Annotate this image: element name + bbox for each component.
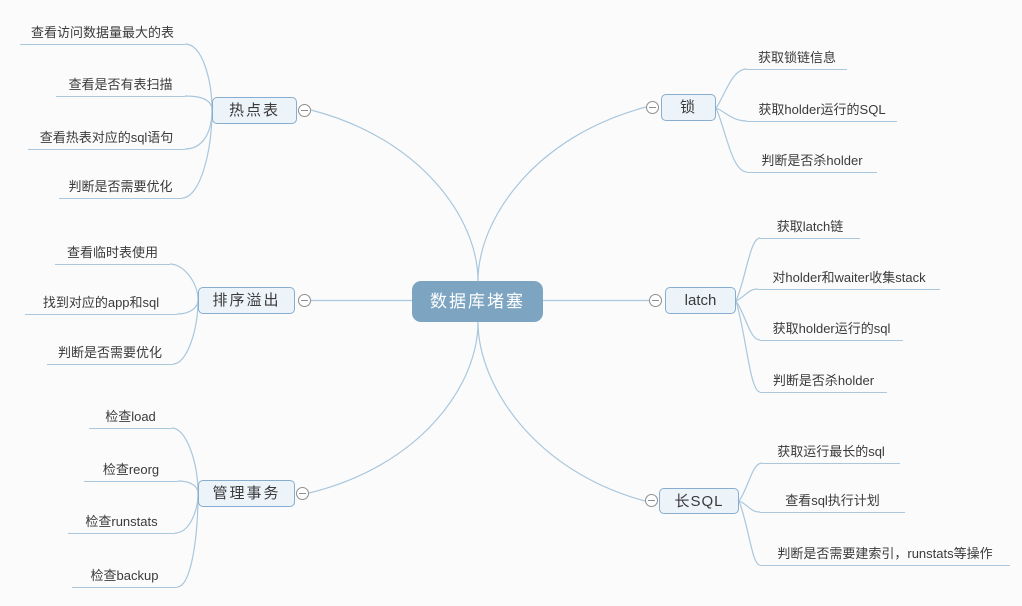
connector-leaf — [169, 263, 199, 301]
connector-leaf — [172, 299, 199, 365]
subtopic-hot-tables-3[interactable]: 判断是否需要优化 — [59, 177, 182, 199]
connector-leaf — [177, 480, 199, 494]
connector-leaf — [715, 107, 748, 173]
branch-topic-lock[interactable]: 锁 — [661, 94, 716, 121]
minus-icon — [648, 500, 655, 501]
connector-leaf — [176, 299, 199, 315]
minus-icon — [652, 300, 659, 301]
subtopic-sort-overflow-1[interactable]: 找到对应的app和sql — [25, 293, 177, 315]
subtopic-admin-tasks-3[interactable]: 检查backup — [72, 566, 177, 588]
connector-root-long-sql — [477, 321, 646, 502]
subtopic-admin-tasks-0[interactable]: 检查load — [89, 407, 172, 429]
minus-icon — [299, 493, 306, 494]
subtopic-hot-tables-1[interactable]: 查看是否有表扫描 — [56, 75, 185, 97]
collapse-icon-sort-overflow[interactable] — [298, 294, 311, 307]
subtopic-latch-3[interactable]: 判断是否杀holder — [760, 371, 887, 393]
minus-icon — [301, 300, 308, 301]
subtopic-long-sql-0[interactable]: 获取运行最长的sql — [762, 442, 900, 464]
subtopic-latch-1[interactable]: 对holder和waiter收集stack — [758, 268, 940, 290]
connector-leaf — [738, 462, 763, 502]
connector-root-lock — [477, 106, 647, 282]
connector-leaf — [715, 68, 748, 109]
subtopic-latch-2[interactable]: 获取holder运行的sql — [760, 319, 903, 341]
branch-topic-latch[interactable]: latch — [665, 287, 736, 314]
branch-topic-admin-tasks[interactable]: 管理事务 — [198, 480, 295, 507]
subtopic-sort-overflow-2[interactable]: 判断是否需要优化 — [47, 343, 173, 365]
collapse-icon-hot-tables[interactable] — [298, 104, 311, 117]
connector-root-admin — [308, 321, 479, 494]
subtopic-long-sql-1[interactable]: 查看sql执行计划 — [760, 491, 905, 513]
connector-leaf — [176, 492, 199, 588]
subtopic-lock-0[interactable]: 获取锁链信息 — [747, 48, 847, 70]
subtopic-lock-2[interactable]: 判断是否杀holder — [747, 151, 877, 173]
collapse-icon-latch[interactable] — [649, 294, 662, 307]
connector-leaf — [184, 95, 213, 111]
collapse-icon-lock[interactable] — [646, 101, 659, 114]
connector-leaf — [715, 107, 748, 122]
subtopic-lock-1[interactable]: 获取holder运行的SQL — [747, 100, 897, 122]
connector-leaf — [735, 300, 761, 341]
connector-leaf — [738, 500, 761, 513]
root-topic[interactable]: 数据库堵塞 — [412, 281, 543, 322]
connector-leaf — [735, 300, 761, 393]
subtopic-hot-tables-2[interactable]: 查看热表对应的sql语句 — [28, 128, 185, 150]
branch-topic-long-sql[interactable]: 长SQL — [659, 488, 739, 514]
minus-icon — [649, 107, 656, 108]
branch-topic-sort-overflow[interactable]: 排序溢出 — [198, 287, 295, 314]
collapse-icon-admin-tasks[interactable] — [296, 487, 309, 500]
subtopic-hot-tables-0[interactable]: 查看访问数据量最大的表 — [20, 23, 185, 45]
connector-root-hot-tables — [310, 109, 479, 282]
connector-leaf — [184, 109, 213, 150]
connector-leaf — [181, 109, 213, 199]
connector-leaf — [174, 492, 199, 534]
subtopic-sort-overflow-0[interactable]: 查看临时表使用 — [55, 243, 170, 265]
subtopic-latch-0[interactable]: 获取latch链 — [760, 217, 860, 239]
connector-leaf — [171, 427, 199, 494]
connector-leaf — [735, 288, 759, 302]
connector-leaf — [184, 43, 213, 111]
subtopic-admin-tasks-2[interactable]: 检查runstats — [68, 512, 175, 534]
subtopic-admin-tasks-1[interactable]: 检查reorg — [84, 460, 178, 482]
connector-leaf — [735, 237, 761, 302]
branch-topic-hot-tables[interactable]: 热点表 — [212, 97, 297, 124]
subtopic-long-sql-2[interactable]: 判断是否需要建索引，runstats等操作 — [760, 544, 1010, 566]
collapse-icon-long-sql[interactable] — [645, 494, 658, 507]
minus-icon — [301, 110, 308, 111]
connector-leaf — [738, 500, 761, 566]
